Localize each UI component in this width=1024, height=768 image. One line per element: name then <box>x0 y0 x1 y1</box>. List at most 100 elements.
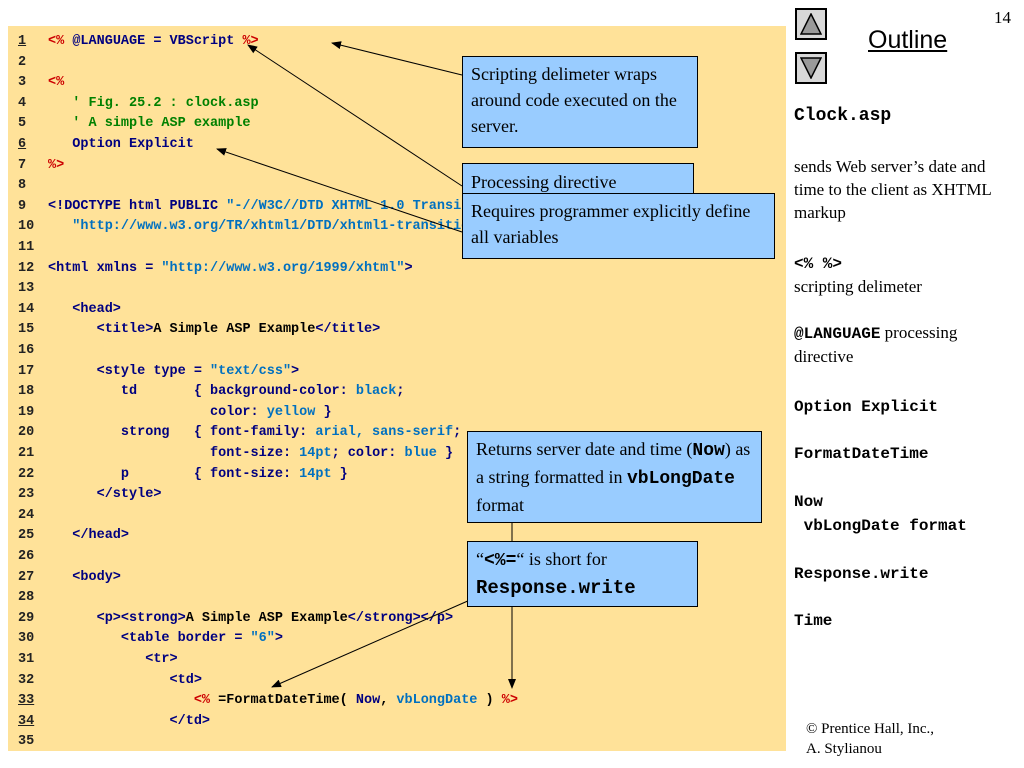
sidebar-option-explicit-text: Option Explicit <box>794 398 939 416</box>
sidebar-delimiter: <% %> scripting delimeter <box>794 252 922 299</box>
short-open-quote: “ <box>476 549 484 569</box>
line-number: 24 <box>18 507 35 523</box>
line-number: 13 <box>18 281 35 297</box>
code-line: </style> <box>48 487 162 503</box>
line-number: 11 <box>18 240 35 255</box>
line-number: 21 <box>18 446 35 461</box>
line-number: 15 <box>18 322 35 338</box>
code-line: <td> <box>48 673 202 688</box>
code-token: arial, sans-serif <box>315 425 454 441</box>
line-number: 32 <box>18 672 35 688</box>
code-token: ; color: <box>331 446 405 461</box>
line-number: 18 <box>18 384 35 400</box>
returns-vblongdate: vbLongDate <box>626 469 735 490</box>
code-token: } <box>315 404 332 420</box>
code-line: td { background-color: black; <box>48 384 405 400</box>
line-number: 7 <box>18 157 27 173</box>
code-token: 14pt <box>299 466 332 482</box>
code-token: p { font-size: <box>48 466 300 482</box>
code-line: font-size: 14pt; color: blue } <box>48 446 453 461</box>
code-line: <p><strong>A Simple ASP Example</strong>… <box>48 610 454 626</box>
code-token: > <box>274 631 283 647</box>
line-number: 27 <box>18 569 35 585</box>
line-number: 10 <box>18 219 35 235</box>
code-token: > <box>291 363 300 379</box>
line-number: 8 <box>18 178 27 194</box>
code-token: <tr> <box>48 652 178 667</box>
code-token: black <box>355 384 397 400</box>
code-token: } <box>331 466 348 482</box>
code-token: "http://www.w3.org/1999/xhtml" <box>161 260 405 276</box>
code-token: color: <box>48 404 267 420</box>
code-token: } <box>436 446 454 461</box>
code-token: %> <box>501 693 518 709</box>
line-number: 12 <box>18 260 35 276</box>
code-token: 14pt <box>299 446 332 461</box>
previous-slide-button[interactable] <box>795 8 827 40</box>
triangle-down-icon <box>800 57 822 79</box>
code-token: <body> <box>48 569 121 585</box>
code-token: blue <box>404 446 437 461</box>
code-line: <table border = "6"> <box>48 631 283 646</box>
code-token: </head> <box>48 528 130 544</box>
callout-explicit: Requires programmer explicitly define al… <box>462 193 775 259</box>
code-token: <table border = <box>48 631 251 647</box>
code-token: ; <box>453 425 462 441</box>
code-token: "6" <box>250 631 275 647</box>
code-token: strong { font-family: <box>48 425 316 441</box>
code-token: <% <box>48 34 73 49</box>
sidebar-response-write-text: Response.write <box>794 565 929 583</box>
code-line: ' Fig. 25.2 : clock.asp <box>48 96 258 111</box>
copyright: © Prentice Hall, Inc., A. Stylianou <box>806 719 934 760</box>
line-number: 2 <box>18 54 27 70</box>
line-number: 14 <box>18 301 35 317</box>
code-token: </title> <box>315 322 381 338</box>
returns-text-2: ) as a string formatted in <box>476 439 751 488</box>
code-token: <!DOCTYPE html PUBLIC <box>48 198 227 214</box>
next-slide-button[interactable] <box>795 52 827 84</box>
code-line: <body> <box>48 570 121 585</box>
code-token: @LANGUAGE = VBScript <box>72 34 243 49</box>
code-line: <% @LANGUAGE = VBScript %> <box>48 34 259 49</box>
sidebar-title: Clock.asp <box>794 102 891 128</box>
sidebar-time-text: Time <box>794 612 833 630</box>
line-number: 5 <box>18 116 27 132</box>
code-line: <tr> <box>48 652 178 667</box>
line-number: 29 <box>18 610 35 626</box>
code-line: p { font-size: 14pt } <box>48 467 348 482</box>
code-token: yellow <box>266 404 316 420</box>
code-token: A Simple ASP Example <box>185 610 348 626</box>
callout-short-for: “<%=“ is short for Response.write <box>467 541 698 607</box>
sidebar-delim-code: <% %> <box>794 255 843 273</box>
code-token: %> <box>48 157 65 173</box>
line-number: 16 <box>18 343 35 358</box>
sidebar-language: @LANGUAGE processing directive <box>794 322 1009 369</box>
line-number: 33 <box>18 693 35 709</box>
line-number: 22 <box>18 466 35 482</box>
code-token: </strong></p> <box>347 610 454 626</box>
code-line: strong { font-family: arial, sans-serif; <box>48 425 461 440</box>
line-number: 6 <box>18 137 27 152</box>
line-number: 9 <box>18 198 27 214</box>
line-number: 25 <box>18 528 35 544</box>
line-number: 3 <box>18 75 27 91</box>
code-token: </style> <box>48 487 162 503</box>
code-token: Option Explicit <box>48 137 194 152</box>
sidebar-response-write: Response.write <box>794 562 928 586</box>
line-number: 17 <box>18 363 35 379</box>
code-line: <% <box>48 75 64 90</box>
line-number: 31 <box>18 652 35 667</box>
code-line: <% =FormatDateTime( Now, vbLongDate ) %> <box>48 693 518 708</box>
code-token: vbLongDate <box>396 693 478 709</box>
code-line: <html xmlns = "http://www.w3.org/1999/xh… <box>48 261 413 276</box>
line-number: 26 <box>18 549 35 564</box>
callout-returns-date: Returns server date and time (Now) as a … <box>467 431 762 523</box>
code-token: <p><strong> <box>48 610 186 626</box>
outline-link[interactable]: Outline <box>868 26 948 54</box>
code-token: <title> <box>48 322 154 338</box>
line-number: 35 <box>18 734 35 750</box>
code-line: Option Explicit <box>48 137 194 152</box>
sidebar-title-text: Clock.asp <box>794 106 892 126</box>
sidebar-delim-text: scripting delimeter <box>794 276 922 296</box>
line-number: 20 <box>18 425 35 441</box>
